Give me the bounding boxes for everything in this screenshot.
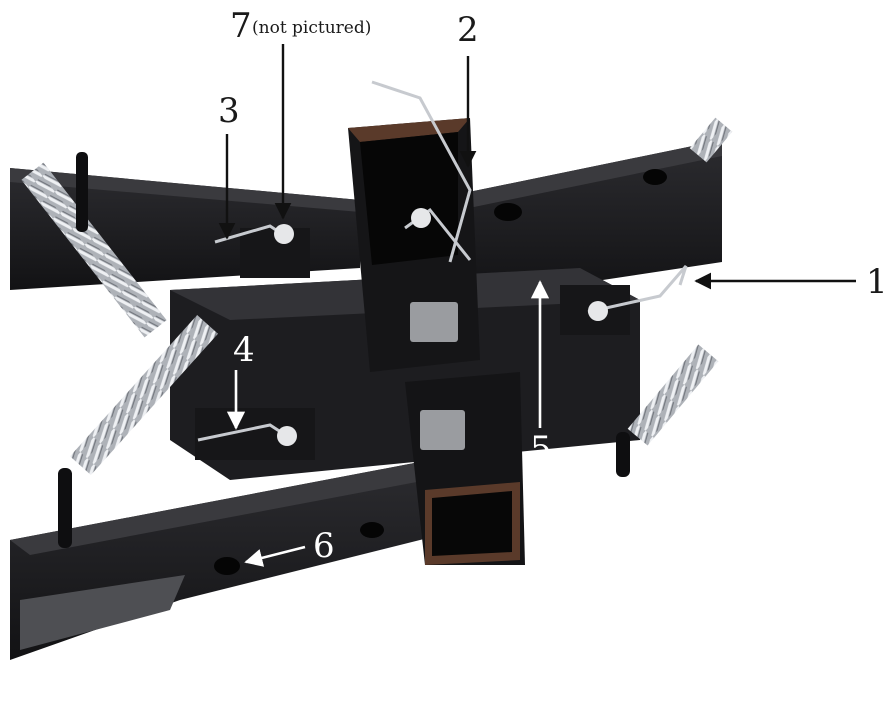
springs: [21, 117, 733, 548]
callout-3: 3: [218, 91, 240, 131]
callout-7: 7: [230, 6, 252, 46]
arrow-6: [244, 545, 306, 567]
callout-1: 1: [866, 262, 888, 302]
upper-right-bar: [430, 140, 722, 300]
callout-2: 2: [457, 10, 479, 50]
receiver-tube: [348, 118, 480, 372]
callout-7-note: (not pictured): [252, 18, 371, 38]
callout-6: 6: [313, 526, 335, 566]
clip-pin-heads: [274, 208, 608, 446]
callout-5: 5: [530, 429, 552, 469]
front-receiver-tube: [405, 372, 525, 565]
callout-4: 4: [233, 330, 255, 370]
